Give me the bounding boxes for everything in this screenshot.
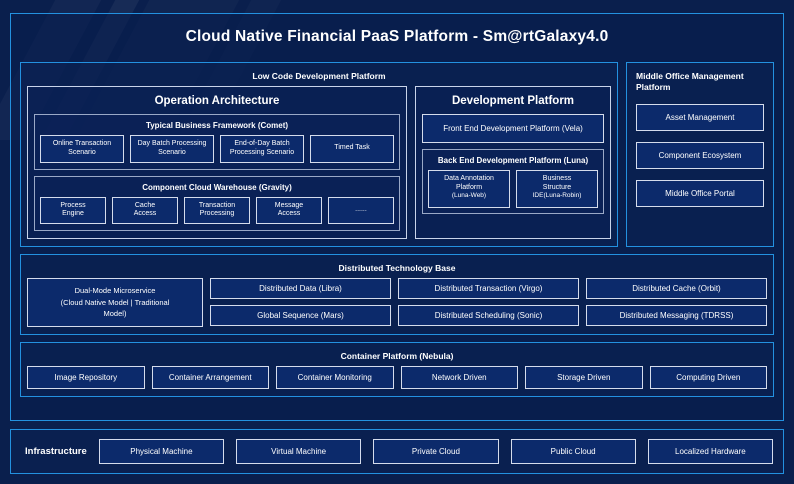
low-code-platform-heading: Low Code Development Platform bbox=[252, 71, 386, 81]
chip-image-repository[interactable]: Image Repository bbox=[27, 365, 145, 389]
chip-public-cloud[interactable]: Public Cloud bbox=[510, 439, 636, 464]
back-end-development-platform-group: Back End Development Platform (Luna) Dat… bbox=[422, 149, 604, 214]
chip-asset-management[interactable]: Asset Management bbox=[636, 103, 764, 131]
chip-line1: Transaction bbox=[198, 201, 236, 209]
chip-data-annotation-platform[interactable]: Data Annotation Platform (Luna-Web) bbox=[428, 170, 510, 208]
distributed-technology-base-panel: Distributed Technology Base Dual-Mode Mi… bbox=[20, 254, 774, 335]
development-platform-heading: Development Platform bbox=[451, 95, 575, 107]
chip-timed-task[interactable]: Timed Task bbox=[310, 135, 394, 163]
chip-transaction-processing[interactable]: Transaction Processing bbox=[184, 196, 250, 224]
chip-line2: Access bbox=[133, 210, 157, 218]
chip-line3: (Luna-Web) bbox=[451, 192, 487, 200]
chip-line1: Dual-Mode Microservice bbox=[74, 286, 156, 295]
chip-line2: Engine bbox=[62, 210, 84, 218]
chip-physical-machine[interactable]: Physical Machine bbox=[98, 439, 225, 464]
chip-business-structure-ide[interactable]: Business Structure IDE(Luna-Robin) bbox=[516, 170, 598, 208]
chip-line1: Data Annotation bbox=[444, 175, 494, 182]
operation-architecture-panel: Operation Architecture Typical Business … bbox=[27, 86, 407, 239]
chip-network-driven[interactable]: Network Driven bbox=[400, 365, 518, 389]
component-cloud-warehouse-heading: Component Cloud Warehouse (Gravity) bbox=[142, 182, 292, 192]
chip-process-engine[interactable]: Process Engine bbox=[40, 196, 106, 224]
chip-line1: Timed Task bbox=[334, 144, 370, 152]
chip-distributed-scheduling[interactable]: Distributed Scheduling (Sonic) bbox=[398, 305, 579, 326]
chip-line2: Processing bbox=[199, 210, 235, 218]
chip-line3: IDE(Luna-Robin) bbox=[532, 192, 582, 200]
chip-distributed-transaction[interactable]: Distributed Transaction (Virgo) bbox=[398, 278, 579, 299]
chip-more-ellipsis[interactable]: ...... bbox=[328, 196, 394, 224]
chip-global-sequence[interactable]: Global Sequence (Mars) bbox=[210, 305, 391, 326]
operation-architecture-heading: Operation Architecture bbox=[154, 95, 280, 107]
middle-office-heading: Middle Office Management Platform bbox=[636, 71, 744, 93]
chip-line1: Online Transaction bbox=[52, 140, 112, 147]
chip-message-access[interactable]: Message Access bbox=[256, 196, 322, 224]
chip-middle-office-portal[interactable]: Middle Office Portal bbox=[636, 179, 764, 207]
chip-distributed-cache[interactable]: Distributed Cache (Orbit) bbox=[586, 278, 767, 299]
chip-virtual-machine[interactable]: Virtual Machine bbox=[236, 439, 362, 464]
chip-private-cloud[interactable]: Private Cloud bbox=[373, 439, 499, 464]
chip-container-monitoring[interactable]: Container Monitoring bbox=[276, 365, 394, 389]
chip-day-batch-processing-scenario[interactable]: Day Batch Processing Scenario bbox=[130, 135, 214, 163]
typical-business-framework-heading: Typical Business Framework (Comet) bbox=[145, 121, 289, 130]
chip-storage-driven[interactable]: Storage Driven bbox=[525, 365, 643, 389]
page-title: Cloud Native Financial PaaS Platform - S… bbox=[185, 28, 609, 45]
dtb-column-3: Distributed Cache (Orbit) Distributed Me… bbox=[586, 278, 767, 327]
chip-localized-hardware[interactable]: Localized Hardware bbox=[647, 439, 774, 464]
chip-line2: Access bbox=[277, 210, 301, 218]
container-platform-heading: Container Platform (Nebula) bbox=[340, 350, 454, 361]
chip-line1: End-of-Day Batch bbox=[234, 140, 290, 147]
back-end-development-platform-heading: Back End Development Platform (Luna) bbox=[437, 156, 589, 165]
chip-end-of-day-batch-processing-scenario[interactable]: End-of-Day Batch Processing Scenario bbox=[220, 135, 304, 163]
development-platform-panel: Development Platform Front End Developme… bbox=[415, 86, 611, 239]
distributed-technology-base-heading: Distributed Technology Base bbox=[338, 263, 456, 273]
chip-line1: Process bbox=[60, 201, 86, 209]
chip-line2: (Cloud Native Model | Traditional bbox=[60, 297, 170, 307]
top-row: Low Code Development Platform Operation … bbox=[20, 62, 774, 247]
dtb-column-1: Distributed Data (Libra) Global Sequence… bbox=[210, 278, 391, 327]
container-platform-panel: Container Platform (Nebula) Image Reposi… bbox=[20, 341, 774, 397]
chip-line2: Platform bbox=[455, 184, 483, 192]
chip-cache-access[interactable]: Cache Access bbox=[112, 196, 178, 224]
chip-line2: Scenario bbox=[68, 148, 96, 156]
chip-container-arrangement[interactable]: Container Arrangement bbox=[151, 365, 269, 389]
chip-line1: ...... bbox=[355, 205, 367, 213]
chip-line2: Structure bbox=[542, 184, 572, 192]
chip-line3: Model) bbox=[103, 309, 127, 319]
chip-line1: Business bbox=[542, 175, 572, 182]
chip-distributed-data[interactable]: Distributed Data (Libra) bbox=[210, 278, 391, 299]
infrastructure-label: Infrastructure bbox=[25, 446, 87, 457]
platform-frame: Cloud Native Financial PaaS Platform - S… bbox=[10, 13, 784, 421]
chip-front-end-development-platform[interactable]: Front End Development Platform (Vela) bbox=[422, 114, 604, 143]
chip-online-transaction-scenario[interactable]: Online Transaction Scenario bbox=[40, 135, 124, 163]
chip-dual-mode-microservice[interactable]: Dual-Mode Microservice (Cloud Native Mod… bbox=[27, 278, 203, 327]
typical-business-framework-group: Typical Business Framework (Comet) Onlin… bbox=[34, 114, 400, 170]
chip-line2: Processing Scenario bbox=[229, 148, 295, 156]
chip-computing-driven[interactable]: Computing Driven bbox=[649, 365, 767, 389]
chip-line1: Day Batch Processing bbox=[137, 140, 207, 147]
component-cloud-warehouse-group: Component Cloud Warehouse (Gravity) Proc… bbox=[34, 175, 400, 231]
chip-line1: Message bbox=[274, 201, 304, 209]
chip-line1: Cache bbox=[134, 201, 156, 209]
infrastructure-panel: Infrastructure Physical Machine Virtual … bbox=[10, 429, 784, 474]
chip-line2: Scenario bbox=[158, 148, 186, 156]
dtb-column-2: Distributed Transaction (Virgo) Distribu… bbox=[398, 278, 579, 327]
low-code-platform-panel: Low Code Development Platform Operation … bbox=[20, 62, 618, 247]
middle-office-management-panel: Middle Office Management Platform Asset … bbox=[626, 62, 774, 247]
chip-distributed-messaging[interactable]: Distributed Messaging (TDRSS) bbox=[586, 305, 767, 326]
chip-component-ecosystem[interactable]: Component Ecosystem bbox=[636, 141, 764, 169]
